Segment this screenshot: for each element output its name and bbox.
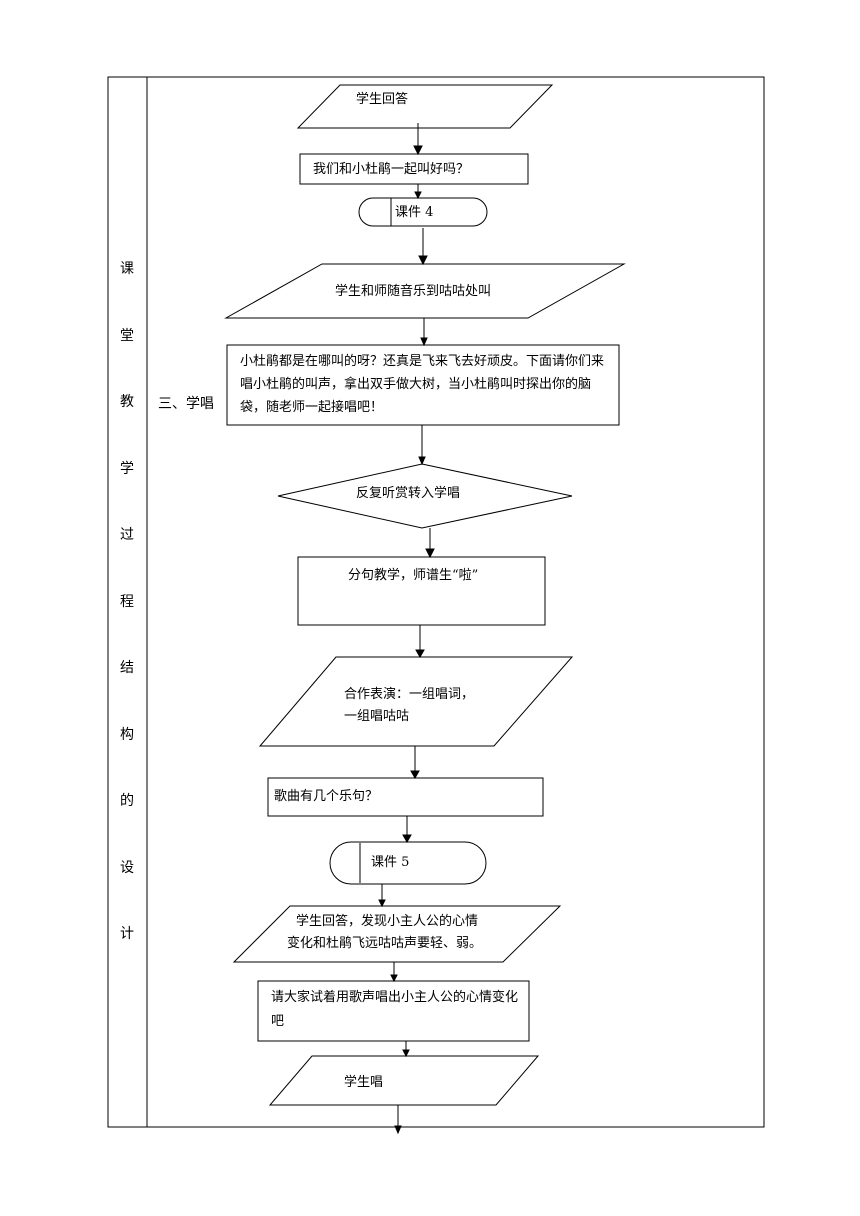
node-students-sing-shape	[268, 1055, 540, 1106]
node-student-answer-label: 学生回答	[356, 92, 409, 107]
node-repeat-listen-label: 反复听赏转入学唱	[356, 486, 461, 501]
node-group-performance-line1: 合作表演：一组唱词，	[344, 687, 475, 702]
side-char: 堂	[120, 328, 134, 344]
node-phrase-question-shape	[267, 777, 544, 817]
node-courseware-5-label: 课件 5	[371, 855, 410, 870]
side-char: 教	[120, 394, 134, 410]
side-char: 的	[120, 793, 134, 809]
table-frame	[107, 76, 765, 1128]
node-student-discover-line2: 变化和杜鹃飞远咕咕声要轻、弱。	[287, 936, 483, 951]
section-label: 三、学唱	[158, 396, 214, 412]
node-sentence-teaching-shape	[297, 556, 546, 626]
node-students-sing-label: 学生唱	[344, 1075, 384, 1090]
side-char: 计	[120, 926, 134, 942]
node-courseware-4-shape	[358, 197, 488, 227]
side-char: 设	[120, 860, 134, 876]
side-char: 程	[120, 594, 134, 610]
node-sing-emotion-label: 请大家试着用歌声唱出小主人公的心情变化吧	[271, 990, 519, 1029]
node-group-performance-shape	[258, 656, 574, 747]
node-repeat-listen-shape	[277, 463, 573, 529]
side-char: 学	[120, 461, 134, 477]
node-student-discover-line1: 学生回答，发现小主人公的心情	[296, 914, 479, 929]
node-sentence-teaching-label: 分句教学，师谱生“啦”	[348, 568, 479, 583]
node-sing-along-label: 学生和师随音乐到咕咕处叫	[335, 284, 492, 299]
node-phrase-question-label: 歌曲有几个乐句？	[274, 789, 379, 804]
node-student-discover-shape	[232, 905, 562, 963]
node-call-together-label: 我们和小杜鹃一起叫好吗？	[313, 162, 470, 177]
node-courseware-5-shape	[329, 841, 487, 885]
node-call-together-shape	[299, 153, 529, 185]
node-student-answer-shape	[296, 84, 554, 129]
side-char: 结	[120, 660, 134, 676]
side-char: 过	[120, 527, 134, 543]
node-group-performance-line2: 一组唱咕咕	[344, 709, 410, 724]
node-cuckoo-question-label: 小杜鹃都是在哪叫的呀？还真是飞来飞去好顽皮。下面请你们来唱小杜鹃的叫声，拿出双手…	[240, 354, 605, 415]
node-cuckoo-question-shape	[226, 344, 620, 426]
side-char: 课	[120, 261, 134, 277]
side-char: 构	[120, 727, 134, 743]
node-courseware-4-label: 课件 4	[395, 205, 434, 220]
node-sing-along-shape	[224, 263, 626, 319]
